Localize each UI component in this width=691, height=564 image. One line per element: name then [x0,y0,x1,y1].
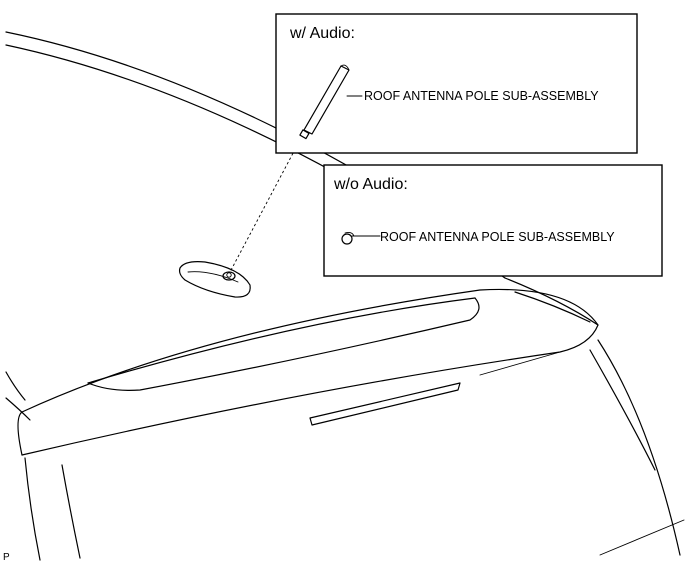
antenna-pole-icon [299,64,350,140]
callout-with-audio: w/ Audio: ROOF ANTENNA POLE SUB-ASSEMBLY [275,13,638,154]
cap-part-label: ROOF ANTENNA POLE SUB-ASSEMBLY [380,230,615,244]
rear-spoiler [17,288,599,456]
antenna-cap-icon [341,231,355,245]
callout-with-audio-heading: w/ Audio: [289,25,355,42]
callout-without-audio-heading: w/o Audio: [333,176,408,193]
callout-without-audio: w/o Audio: ROOF ANTENNA POLE SUB-ASSEMBL… [323,164,663,277]
pole-part-label: ROOF ANTENNA POLE SUB-ASSEMBLY [364,89,599,103]
installation-leader-line [229,139,301,273]
rear-window-outline [5,339,685,561]
corner-code: P [3,552,10,563]
antenna-base [178,261,251,298]
